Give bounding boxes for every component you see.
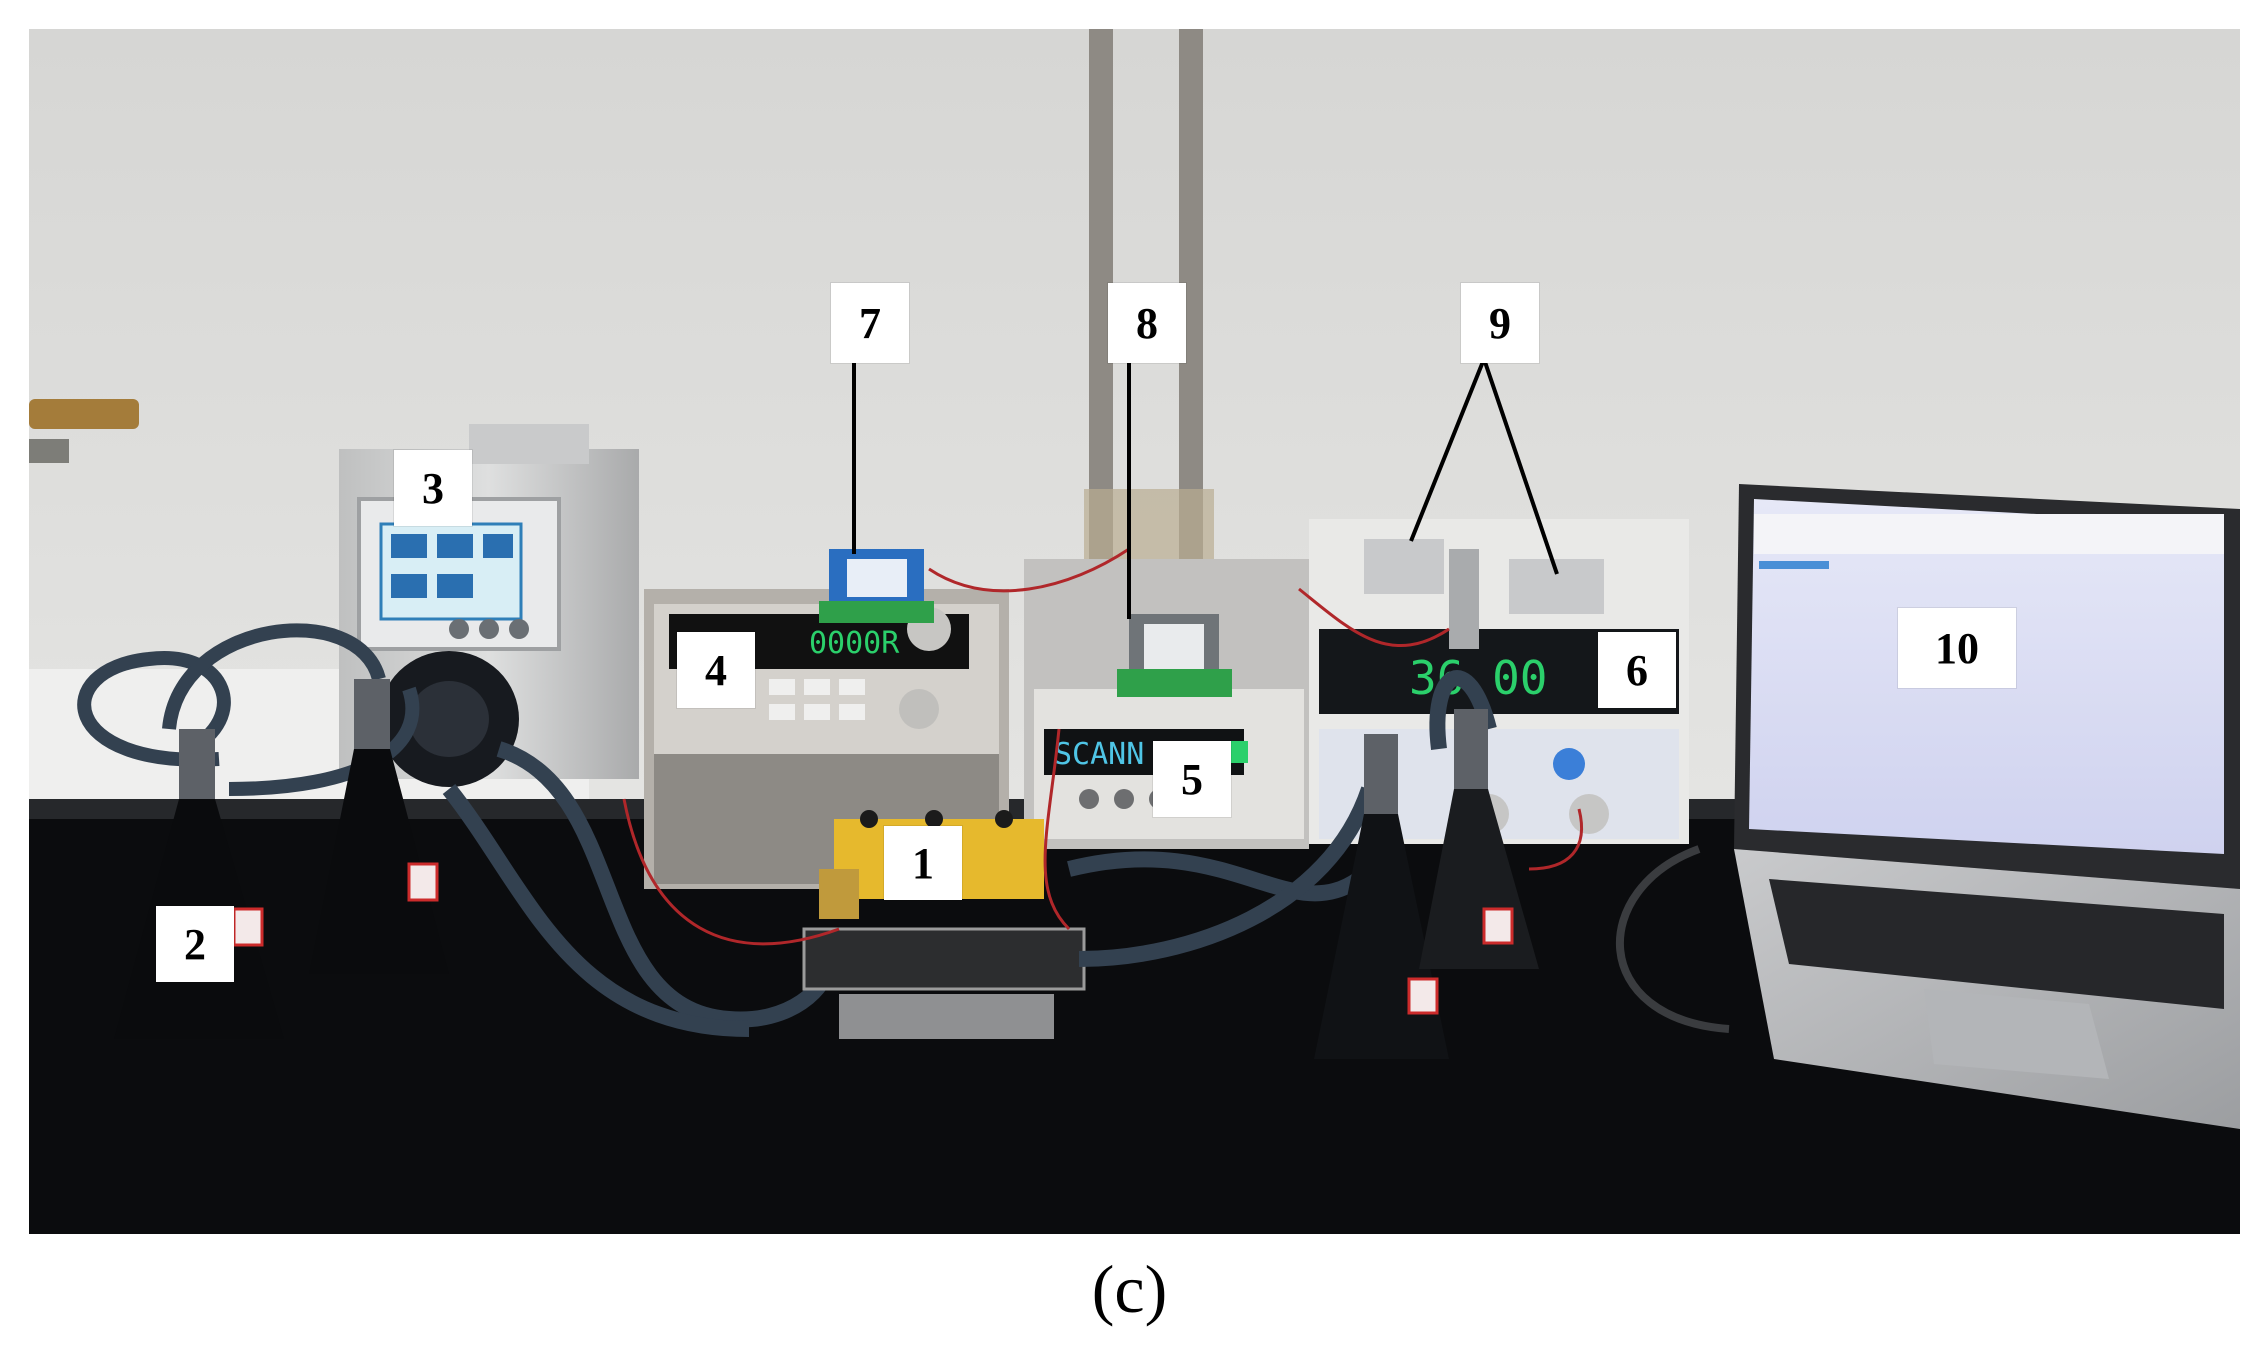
transmitter-7 bbox=[819, 549, 934, 623]
label-1: 1 bbox=[884, 826, 962, 900]
load-display-text: 0000R bbox=[809, 626, 900, 661]
module-9a bbox=[1364, 539, 1444, 594]
label-8: 8 bbox=[1108, 283, 1186, 363]
label-9: 9 bbox=[1461, 283, 1539, 363]
label-4: 4 bbox=[677, 632, 755, 708]
flask-left-back bbox=[309, 679, 449, 974]
laptop bbox=[1734, 484, 2240, 1129]
tubing-left-loop bbox=[77, 651, 231, 767]
label-7: 7 bbox=[831, 283, 909, 363]
lab-photo: 0000R SCANN 36.00 bbox=[29, 29, 2240, 1234]
label-3: 3 bbox=[394, 450, 472, 526]
flask-right-front bbox=[1314, 734, 1449, 1059]
label-10: 10 bbox=[1898, 608, 2016, 688]
label-2: 2 bbox=[156, 906, 234, 982]
flask-right-back bbox=[1419, 709, 1539, 969]
label-6: 6 bbox=[1598, 632, 1676, 708]
transmitter-8 bbox=[1117, 614, 1232, 697]
pointer-line-9a bbox=[1409, 358, 1486, 542]
label-5: 5 bbox=[1153, 741, 1231, 817]
pointer-line-9b bbox=[1482, 358, 1559, 575]
figure-caption: (c) bbox=[1091, 1251, 1168, 1327]
wall-valve bbox=[29, 399, 139, 429]
bench bbox=[29, 799, 2240, 1234]
multimeter-display-text: SCANN bbox=[1054, 737, 1144, 772]
